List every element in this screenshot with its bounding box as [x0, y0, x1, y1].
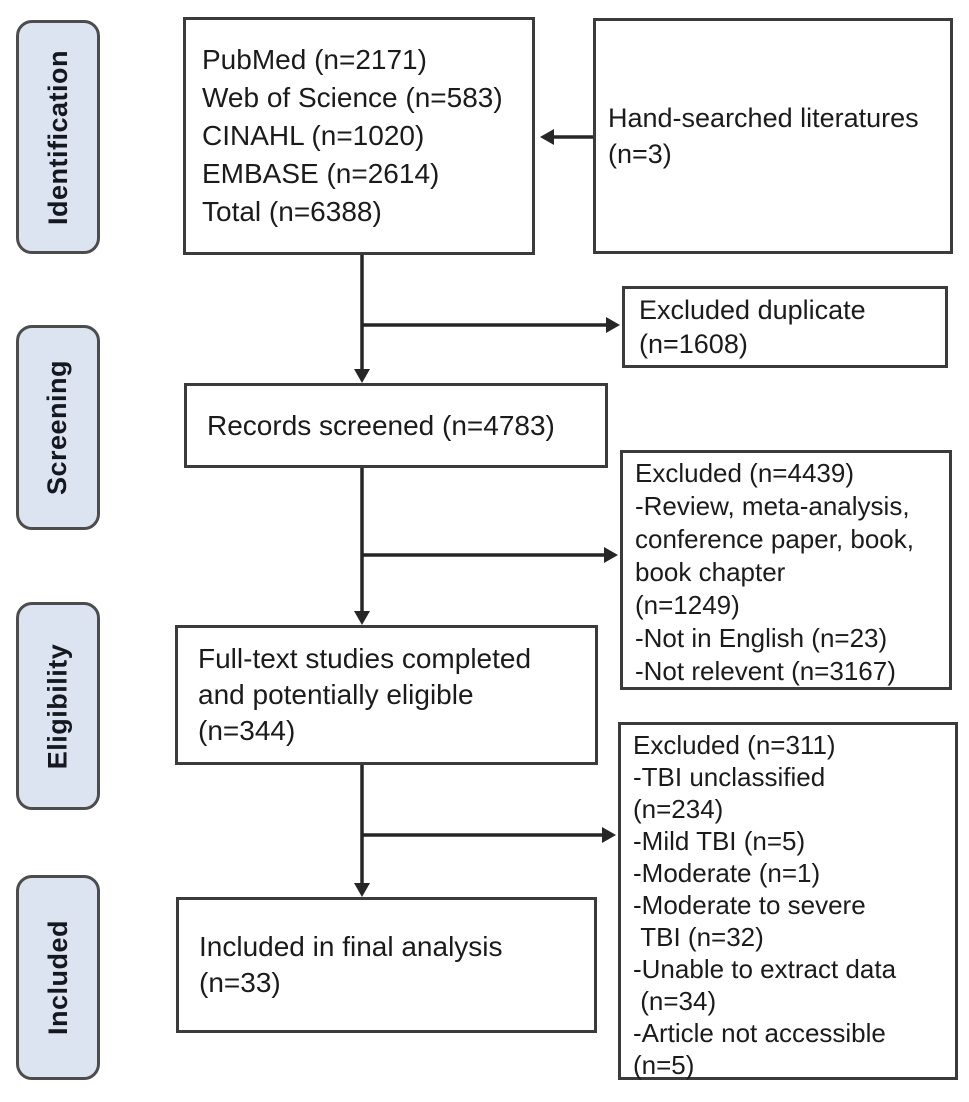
stage-label-eligibility: Eligibility [42, 643, 73, 769]
stage-label-screening: Screening [42, 359, 73, 496]
stage-included: Included [16, 875, 100, 1080]
box-hand-searched: Hand-searched literatures (n=3) [593, 18, 953, 254]
box-database-sources: PubMed (n=2171) Web of Science (n=583) C… [183, 17, 535, 255]
stage-screening: Screening [16, 325, 100, 530]
stage-identification: Identification [16, 20, 100, 254]
stage-eligibility: Eligibility [16, 602, 100, 810]
box-excluded-duplicate: Excluded duplicate (n=1608) [622, 286, 948, 368]
box-included-final: Included in final analysis (n=33) [176, 897, 597, 1033]
box-full-text-eligible: Full-text studies completed and potentia… [175, 625, 598, 765]
box-excluded-screening: Excluded (n=4439) -Review, meta-analysis… [620, 450, 952, 690]
stage-label-included: Included [42, 919, 73, 1036]
stage-label-identification: Identification [42, 49, 73, 225]
box-records-screened: Records screened (n=4783) [184, 383, 608, 468]
box-excluded-eligibility: Excluded (n=311) -TBI unclassified (n=23… [618, 722, 958, 1080]
